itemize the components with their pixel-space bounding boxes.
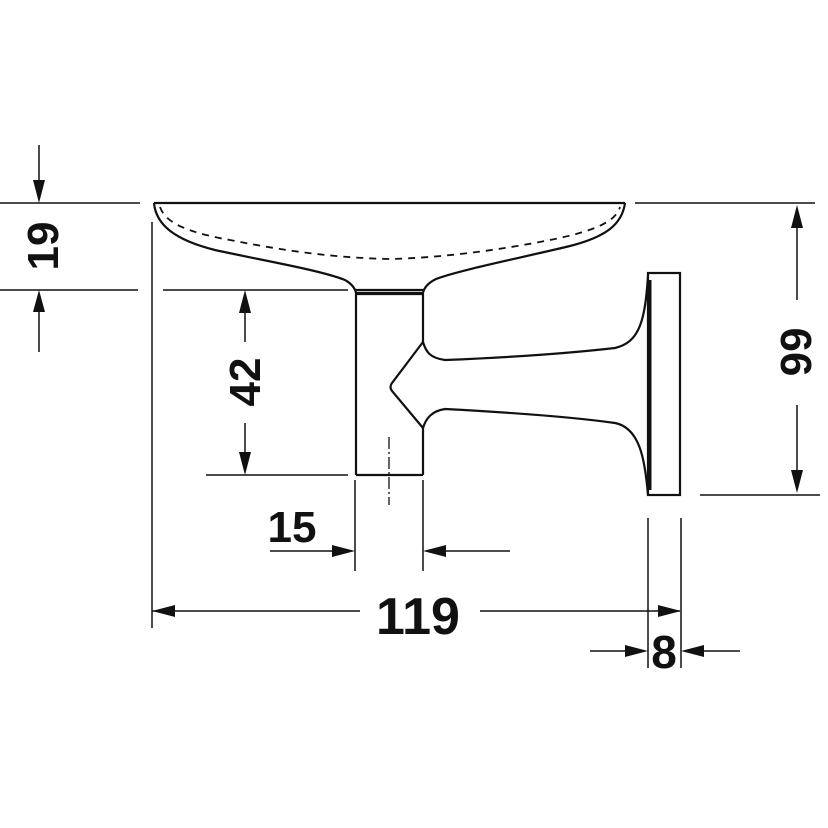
soap-dish-bowl [152, 201, 627, 296]
dimension-label-15: 15 [268, 503, 317, 552]
dimension-label-8: 8 [651, 626, 677, 678]
wall-arm [421, 275, 650, 496]
dimension-label-19: 19 [19, 222, 68, 271]
dimension-label-66: 66 [771, 328, 820, 377]
wall-rosette [646, 271, 682, 497]
dimension-8: 8 [590, 518, 740, 678]
stem [354, 294, 425, 505]
dimension-66: 66 [635, 202, 820, 496]
dimension-15: 15 [268, 480, 510, 571]
dimension-label-42: 42 [221, 358, 270, 407]
dimension-19: 19 [0, 145, 140, 352]
dimension-119: 119 [152, 588, 681, 646]
dimension-label-119: 119 [376, 588, 460, 646]
dimension-42: 42 [163, 289, 348, 476]
